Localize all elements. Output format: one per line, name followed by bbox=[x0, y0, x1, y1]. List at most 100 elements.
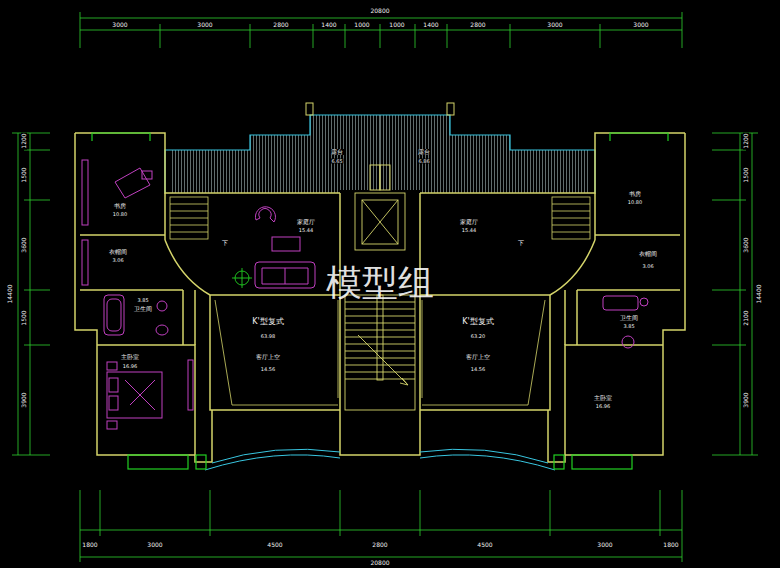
dimension-text: 1000 bbox=[388, 22, 405, 28]
plan-line bbox=[82, 240, 88, 285]
plan-line bbox=[306, 103, 313, 115]
stair-mark: 下 bbox=[517, 240, 525, 246]
plan-line bbox=[255, 207, 275, 222]
dimension-text: 4500 bbox=[266, 542, 283, 548]
plan-line bbox=[205, 449, 340, 470]
dimension-text: 14400 bbox=[756, 283, 762, 304]
plan-line bbox=[97, 345, 195, 455]
area-value: 3.06 bbox=[641, 264, 654, 269]
plan-line bbox=[107, 299, 121, 331]
plan-line bbox=[215, 300, 338, 405]
plan-line bbox=[362, 200, 398, 244]
room-label: 主卧室 bbox=[120, 354, 140, 360]
dimension-text: 1500 bbox=[21, 309, 27, 326]
dimension-text: 1400 bbox=[320, 22, 337, 28]
round-table bbox=[232, 268, 252, 288]
plan-line bbox=[232, 268, 252, 288]
dimension-text: 1500 bbox=[743, 166, 749, 183]
plan-line bbox=[12, 133, 50, 455]
dimension-lines bbox=[12, 12, 758, 562]
plan-line bbox=[92, 133, 206, 469]
room-label: 书房 bbox=[113, 203, 127, 209]
room-label: 客厅上空 bbox=[465, 354, 491, 360]
plan-line bbox=[115, 168, 150, 198]
dimension-text: 3600 bbox=[21, 236, 27, 253]
dimension-text: 3000 bbox=[596, 542, 613, 548]
dimension-text: 1000 bbox=[353, 22, 370, 28]
area-value: 10.80 bbox=[112, 212, 128, 217]
area-value: 3.85 bbox=[136, 298, 149, 303]
plan-line bbox=[125, 380, 155, 410]
room-label: 露台 bbox=[330, 149, 344, 155]
dimension-text: 3000 bbox=[146, 542, 163, 548]
plan-line bbox=[340, 193, 380, 455]
plan-line bbox=[272, 237, 300, 251]
room-label: 书房 bbox=[628, 191, 642, 197]
plan-line bbox=[210, 294, 340, 296]
stair-core bbox=[345, 193, 415, 410]
dimension-text: 3900 bbox=[21, 391, 27, 408]
dimension-text: 3000 bbox=[111, 22, 128, 28]
unit-type-label: K'型复式 bbox=[251, 318, 284, 326]
area-value: 6.65 bbox=[330, 159, 343, 164]
room-label: 衣帽间 bbox=[638, 251, 658, 257]
plan-line bbox=[156, 325, 168, 335]
plan-line bbox=[377, 295, 383, 380]
dimension-text: 1500 bbox=[21, 166, 27, 183]
plan-line bbox=[80, 289, 183, 291]
plan-line bbox=[128, 455, 188, 469]
plan-line bbox=[640, 298, 648, 306]
dimension-text: 4500 bbox=[476, 542, 493, 548]
stair-mark: 下 bbox=[221, 240, 229, 246]
room-label: 卫生间 bbox=[619, 315, 639, 321]
plan-line bbox=[92, 133, 150, 141]
room-label: 主卧室 bbox=[593, 395, 613, 401]
plan-line bbox=[255, 262, 315, 288]
plan-line bbox=[107, 421, 117, 429]
plan-line bbox=[104, 295, 124, 335]
plan-line bbox=[345, 295, 415, 410]
dimension-text: 14400 bbox=[7, 283, 13, 304]
area-value: 63.98 bbox=[260, 334, 276, 339]
dimension-text: 1200 bbox=[743, 132, 749, 149]
dimension-text: 3000 bbox=[546, 22, 563, 28]
plan-line bbox=[157, 301, 167, 311]
area-value: 15.44 bbox=[461, 228, 477, 233]
area-value: 14.56 bbox=[260, 367, 276, 372]
dimension-text: 3600 bbox=[743, 236, 749, 253]
plan-line bbox=[188, 360, 193, 410]
plan-line bbox=[75, 133, 340, 193]
plan-line bbox=[262, 268, 308, 284]
plan-line bbox=[210, 295, 340, 410]
plan-line bbox=[142, 171, 152, 179]
plan-line bbox=[82, 160, 88, 225]
dimension-text: 3000 bbox=[196, 22, 213, 28]
plan-line bbox=[182, 290, 184, 345]
area-value: 6.86 bbox=[417, 159, 430, 164]
plan-line bbox=[170, 115, 380, 193]
watermark: 模型组 bbox=[325, 265, 435, 301]
unit-type-label: K'型复式 bbox=[461, 318, 494, 326]
dimension-text: 1800 bbox=[81, 542, 98, 548]
plan-line bbox=[358, 335, 408, 385]
plan-line bbox=[107, 362, 117, 370]
area-value: 14.56 bbox=[470, 367, 486, 372]
dimension-text: 1200 bbox=[21, 132, 27, 149]
dimension-text: 2800 bbox=[469, 22, 486, 28]
plan-line bbox=[362, 200, 398, 244]
plan-line bbox=[712, 133, 758, 455]
dimension-text: 1400 bbox=[422, 22, 439, 28]
plan-line bbox=[80, 234, 165, 236]
room-label: 露台 bbox=[417, 149, 431, 155]
plan-line bbox=[164, 193, 166, 240]
dimension-text: 1800 bbox=[662, 542, 679, 548]
plan-line bbox=[212, 449, 340, 463]
plan-line bbox=[80, 490, 682, 562]
dimension-text: 20800 bbox=[369, 8, 390, 14]
area-value: 3.85 bbox=[622, 324, 635, 329]
plan-line bbox=[622, 336, 634, 348]
dimension-text: 20800 bbox=[369, 560, 390, 566]
plan-line bbox=[355, 193, 405, 250]
plan-line bbox=[196, 455, 206, 469]
room-label: 衣帽间 bbox=[108, 249, 128, 255]
